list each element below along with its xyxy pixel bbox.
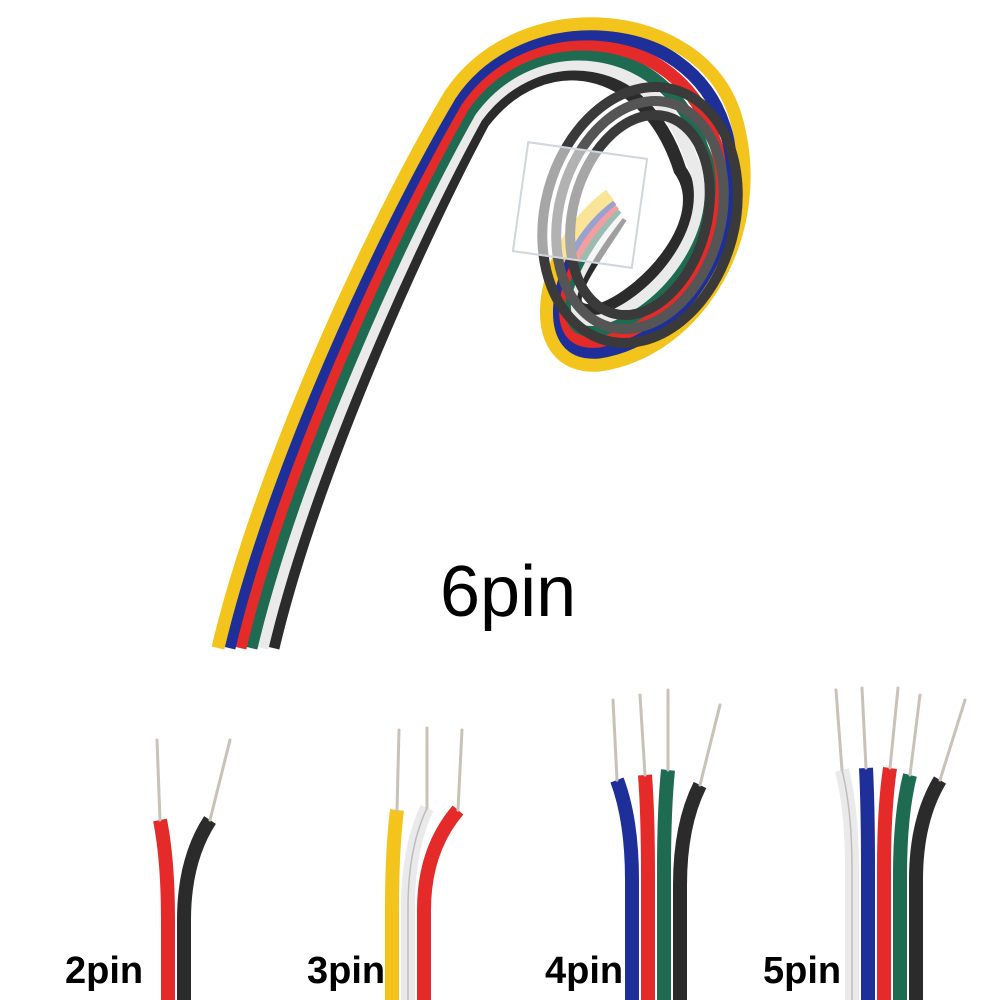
wire-red xyxy=(877,766,897,1000)
wire-blue xyxy=(610,777,639,1000)
strand-tip xyxy=(938,698,967,782)
strand-tip xyxy=(888,686,900,770)
wire-white xyxy=(835,768,859,1000)
strand-tip xyxy=(908,693,922,777)
label-4pin: 4pin xyxy=(545,950,624,992)
coil-wire-blue xyxy=(222,27,740,650)
wire-black xyxy=(673,781,707,1000)
wire-red xyxy=(417,805,464,1000)
cable-2pin xyxy=(153,738,232,1000)
wire-yellow xyxy=(385,809,404,1000)
wire-blue xyxy=(859,767,875,1000)
strand-tip xyxy=(155,738,162,822)
wire-outline xyxy=(841,769,853,1000)
ribbon-cable-6pin xyxy=(211,17,751,650)
coil-wire-yellow xyxy=(211,17,751,650)
strand-tip xyxy=(834,688,844,772)
wire-black xyxy=(909,776,947,1000)
coil-wire-red xyxy=(233,37,729,650)
wire-red xyxy=(153,818,175,1000)
strand-tip xyxy=(860,686,868,770)
strand-tip xyxy=(456,728,464,812)
label-5pin: 5pin xyxy=(763,950,842,992)
strand-tip xyxy=(395,728,401,812)
strand-tip xyxy=(638,693,647,777)
label-3pin: 3pin xyxy=(307,950,386,992)
strand-tip xyxy=(208,738,232,822)
wire-samples xyxy=(153,686,967,1000)
label-2pin: 2pin xyxy=(65,950,144,992)
wire-red xyxy=(638,774,655,1000)
cable-3pin xyxy=(385,726,464,1000)
tape-band xyxy=(511,141,649,269)
cable-5pin xyxy=(834,686,967,1000)
cable-4pin xyxy=(610,688,722,1000)
wire-outline xyxy=(407,807,428,1000)
strand-tip xyxy=(698,703,722,787)
wire-green xyxy=(893,773,917,1000)
wire-black xyxy=(177,816,216,1000)
main-label-6pin: 6pin xyxy=(440,552,577,632)
wire-green xyxy=(657,769,675,1000)
strand-tip xyxy=(611,698,619,782)
